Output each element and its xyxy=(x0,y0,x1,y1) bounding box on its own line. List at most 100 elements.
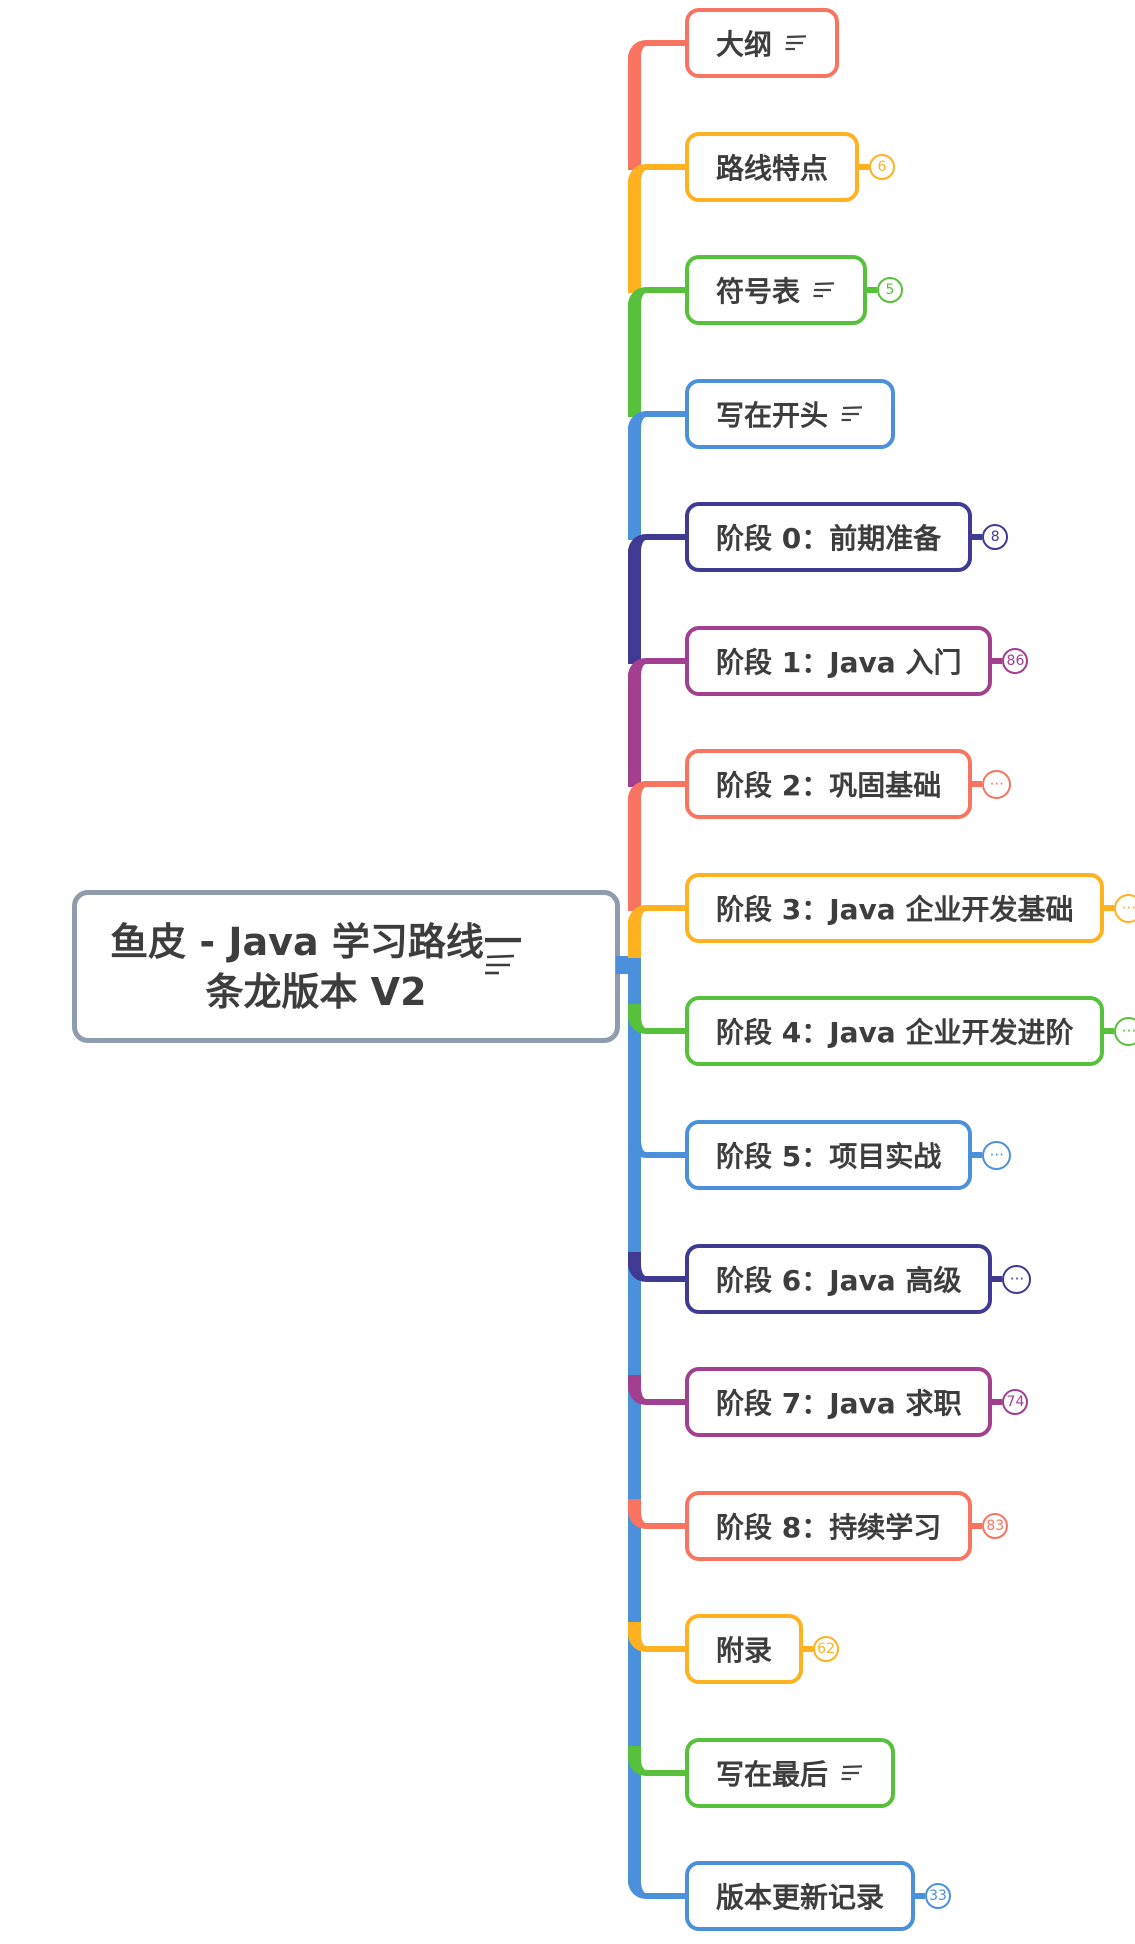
collapsed-children-badge[interactable]: ··· xyxy=(1114,1016,1135,1046)
badge-connector xyxy=(867,287,878,293)
child-count-badge[interactable]: 83 xyxy=(982,1513,1009,1539)
notes-icon[interactable] xyxy=(784,34,808,52)
branch-label: 大纲 xyxy=(716,28,773,61)
central-topic-title-line1: 鱼皮 - Java 学习路线一 xyxy=(110,919,522,964)
collapsed-children-badge[interactable]: ··· xyxy=(982,1140,1012,1170)
badge-connector xyxy=(1104,905,1115,911)
branch-row: 阶段 0：前期准备 8 xyxy=(685,502,1009,572)
branch-label: 附录 xyxy=(716,1634,773,1667)
branch-row: 版本更新记录 33 xyxy=(685,1861,952,1931)
branch-connector xyxy=(628,1869,685,1899)
child-count-badge[interactable]: 5 xyxy=(877,277,904,303)
branch-connector xyxy=(628,1375,685,1405)
central-topic-title: 鱼皮 - Java 学习路线一 条龙版本 V2 xyxy=(110,917,522,1017)
trunk-segment-lower xyxy=(628,958,641,1884)
badge-connector xyxy=(972,781,983,787)
mindmap-branch-node[interactable]: 阶段 5：项目实战 xyxy=(685,1120,973,1190)
mindmap-branch-node[interactable]: 版本更新记录 xyxy=(685,1861,916,1931)
branch-label: 阶段 2：巩固基础 xyxy=(716,769,942,802)
collapsed-children-badge[interactable]: ··· xyxy=(1114,893,1135,923)
central-topic-title-line2: 条龙版本 V2 xyxy=(205,969,427,1014)
branch-label: 版本更新记录 xyxy=(716,1881,885,1914)
badge-connector xyxy=(803,1646,814,1652)
notes-icon[interactable] xyxy=(483,953,517,981)
mindmap-branch-node[interactable]: 阶段 1：Java 入门 xyxy=(685,626,993,696)
branch-connector xyxy=(628,1128,685,1158)
branch-label: 阶段 0：前期准备 xyxy=(716,522,942,555)
branch-row: 写在开头 xyxy=(685,379,896,449)
branch-connector xyxy=(628,1004,685,1034)
trunk-segment xyxy=(628,426,641,540)
child-count-badge[interactable]: 86 xyxy=(1002,648,1029,674)
branch-row: 阶段 4：Java 企业开发进阶 ··· xyxy=(685,996,1135,1066)
branch-label: 阶段 7：Java 求职 xyxy=(716,1387,962,1420)
branch-connector xyxy=(628,534,685,564)
branch-row: 附录 62 xyxy=(685,1614,840,1684)
branch-label: 阶段 8：持续学习 xyxy=(716,1511,942,1544)
trunk-segment xyxy=(628,55,641,170)
badge-connector xyxy=(915,1893,926,1899)
mindmap-branch-node[interactable]: 阶段 0：前期准备 xyxy=(685,502,973,572)
central-topic-node[interactable]: 鱼皮 - Java 学习路线一 条龙版本 V2 xyxy=(72,890,620,1043)
branch-label: 写在开头 xyxy=(716,399,829,432)
branch-row: 阶段 5：项目实战 ··· xyxy=(685,1120,1012,1190)
badge-connector xyxy=(992,658,1003,664)
branch-label: 符号表 xyxy=(716,275,801,308)
collapsed-children-badge[interactable]: ··· xyxy=(1002,1264,1032,1294)
child-count-badge[interactable]: 6 xyxy=(869,154,896,180)
trunk-segment xyxy=(628,673,641,787)
trunk-segment xyxy=(628,302,641,417)
mindmap-branch-node[interactable]: 大纲 xyxy=(685,8,840,78)
branch-connector xyxy=(628,411,685,441)
branch-label: 阶段 3：Java 企业开发基础 xyxy=(716,893,1074,926)
branch-label: 路线特点 xyxy=(716,152,829,185)
notes-icon[interactable] xyxy=(812,281,836,299)
central-trunk-stub xyxy=(616,956,628,974)
notes-icon[interactable] xyxy=(840,1764,864,1782)
collapsed-children-badge[interactable]: ··· xyxy=(982,769,1012,799)
mindmap-branch-node[interactable]: 阶段 6：Java 高级 xyxy=(685,1244,993,1314)
trunk-segment xyxy=(628,179,641,293)
mindmap-branch-node[interactable]: 阶段 3：Java 企业开发基础 xyxy=(685,873,1105,943)
badge-connector xyxy=(859,164,870,170)
child-count-badge[interactable]: 8 xyxy=(982,524,1009,550)
branch-row: 符号表 5 xyxy=(685,255,904,325)
mindmap-branch-node[interactable]: 写在最后 xyxy=(685,1738,896,1808)
branch-row: 阶段 3：Java 企业开发基础 ··· xyxy=(685,873,1135,943)
branch-connector xyxy=(628,905,685,935)
mindmap-branch-node[interactable]: 阶段 7：Java 求职 xyxy=(685,1367,993,1437)
branch-row: 阶段 8：持续学习 83 xyxy=(685,1491,1009,1561)
branch-connector xyxy=(628,164,685,194)
mindmap-branch-node[interactable]: 符号表 xyxy=(685,255,868,325)
mindmap-branch-node[interactable]: 阶段 2：巩固基础 xyxy=(685,749,973,819)
branch-row: 阶段 1：Java 入门 86 xyxy=(685,626,1029,696)
mindmap-branch-node[interactable]: 附录 xyxy=(685,1614,804,1684)
branch-label: 写在最后 xyxy=(716,1758,829,1791)
notes-icon[interactable] xyxy=(840,405,864,423)
branch-label: 阶段 6：Java 高级 xyxy=(716,1264,962,1297)
badge-connector xyxy=(992,1276,1003,1282)
branch-label: 阶段 5：项目实战 xyxy=(716,1140,942,1173)
branch-row: 阶段 7：Java 求职 74 xyxy=(685,1367,1029,1437)
branch-row: 路线特点 6 xyxy=(685,132,896,202)
mindmap-branch-node[interactable]: 阶段 8：持续学习 xyxy=(685,1491,973,1561)
branch-connector xyxy=(628,287,685,317)
badge-connector xyxy=(972,1523,983,1529)
branch-label: 阶段 1：Java 入门 xyxy=(716,646,962,679)
branch-row: 阶段 6：Java 高级 ··· xyxy=(685,1244,1032,1314)
branch-connector xyxy=(628,1252,685,1282)
mindmap-branch-node[interactable]: 阶段 4：Java 企业开发进阶 xyxy=(685,996,1105,1066)
child-count-badge[interactable]: 74 xyxy=(1002,1389,1029,1415)
mindmap-branch-node[interactable]: 路线特点 xyxy=(685,132,860,202)
branch-connector xyxy=(628,1622,685,1652)
branch-row: 阶段 2：巩固基础 ··· xyxy=(685,749,1012,819)
badge-connector xyxy=(972,1152,983,1158)
badge-connector xyxy=(1104,1028,1115,1034)
child-count-badge[interactable]: 33 xyxy=(925,1883,952,1909)
mindmap-branch-node[interactable]: 写在开头 xyxy=(685,379,896,449)
trunk-segment xyxy=(628,549,641,664)
badge-connector xyxy=(992,1399,1003,1405)
child-count-badge[interactable]: 62 xyxy=(813,1636,840,1662)
branch-connector xyxy=(628,1499,685,1529)
branch-row: 大纲 xyxy=(685,8,840,78)
